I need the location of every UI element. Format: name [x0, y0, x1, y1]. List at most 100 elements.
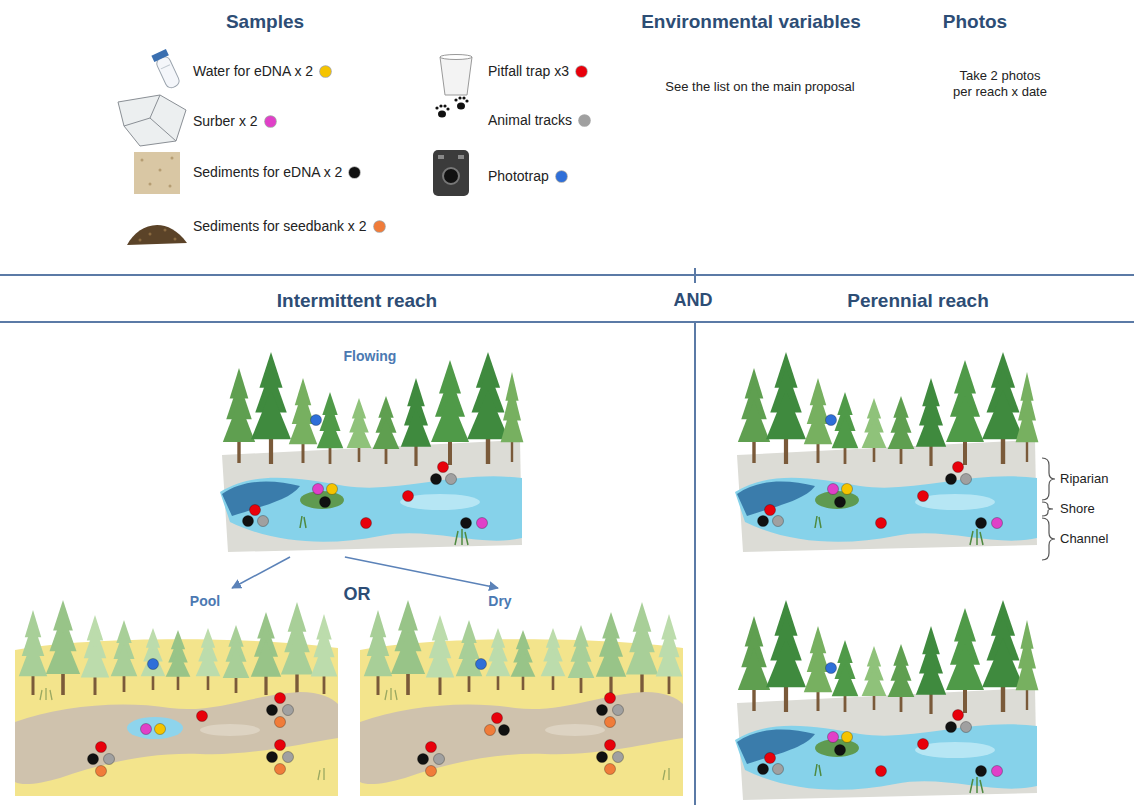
pool-dots-part [148, 659, 159, 670]
legend-text: Surber x 2 [193, 112, 258, 130]
paw-icon-part [454, 98, 457, 101]
perennial-scene-bottom [735, 600, 1038, 800]
node-label: Flowing [344, 348, 397, 366]
pool-water [127, 717, 183, 739]
zone-brackets-part [1042, 502, 1053, 516]
pool-dots-part [96, 742, 107, 753]
dry-dots-part [499, 725, 510, 736]
seedbank-icon [127, 225, 187, 245]
dry-dots-part [605, 764, 616, 775]
zone-label: Shore [1060, 501, 1095, 517]
perennial-scene-top [735, 352, 1038, 552]
seedbank-icon-part [127, 225, 187, 245]
legend-text: Sediments for eDNA x 2 [193, 163, 342, 181]
pool-dots-part [275, 693, 286, 704]
paw-icon-part [465, 99, 468, 102]
pool-dots [88, 659, 294, 777]
seedbank-icon-part [174, 238, 177, 241]
pool-dots-part [275, 717, 286, 728]
surber-icon-part [150, 95, 160, 118]
seedbank-icon-part [149, 233, 152, 236]
legend-text: Sediments for seedbank x 2 [193, 217, 367, 235]
pool-dots-part [283, 752, 294, 763]
dry-dots-part [605, 740, 616, 751]
node-label: Dry [488, 593, 511, 611]
pool-landscape [15, 600, 338, 796]
dry-landscape-use [360, 600, 683, 796]
tube-icon-part [151, 49, 168, 62]
tube-icon-part [155, 55, 181, 90]
paw-icon-part [457, 103, 465, 110]
pool-dots-part [155, 724, 166, 735]
legend-swatch [265, 116, 276, 127]
sediment-icon-part [134, 152, 180, 194]
scene-box: Dry [355, 588, 680, 800]
connector-word: AND [670, 289, 717, 312]
tube-icon [151, 49, 182, 90]
dry-dots-part [613, 752, 624, 763]
pitfall-cup-icon [440, 55, 472, 96]
camera-icon-part [443, 168, 459, 184]
pool-dots-part [275, 764, 286, 775]
legend-swatch [349, 167, 360, 178]
camera-icon [433, 150, 469, 196]
sediment-icon [134, 152, 180, 194]
sediment-icon-part [169, 185, 172, 188]
divider-lines-part [0, 321, 1134, 323]
paw-icon-part [458, 96, 461, 99]
section-heading: Photos [943, 10, 1007, 34]
legend-text: Animal tracks [488, 111, 572, 129]
pool-dots-part [267, 752, 278, 763]
divider-lines-part [694, 268, 696, 283]
node-label: Pool [190, 593, 220, 611]
dry-dots-part [476, 659, 487, 670]
divider-lines [0, 268, 1134, 805]
zone-label: Channel [1060, 531, 1108, 547]
pool-dots-part [267, 705, 278, 716]
paw-icon [435, 96, 468, 117]
dry-dots-part [434, 754, 445, 765]
pool-dots-part [88, 754, 99, 765]
pool-dots-part [141, 724, 152, 735]
sediment-icon-part [149, 183, 152, 186]
pool-dots-part [275, 740, 286, 751]
pitfall-cup-icon-part [440, 55, 472, 60]
zone-brackets [1042, 458, 1055, 560]
node-label: Perennial reach [847, 289, 989, 313]
surber-icon [118, 95, 186, 146]
camera-icon-part [458, 155, 464, 159]
dry-dots-part [492, 713, 503, 724]
legend-swatch [374, 221, 385, 232]
paw-icon-part [443, 104, 446, 107]
camera-icon-part [433, 150, 469, 196]
legend-text: Phototrap [488, 167, 549, 185]
paw-icon-part [446, 107, 449, 110]
legend-swatch [556, 171, 567, 182]
dry-dots-part [597, 705, 608, 716]
paw-icon-part [462, 96, 465, 99]
node-label: Intermittent reach [277, 289, 437, 313]
legend-text: Water for eDNA x 2 [193, 62, 313, 80]
dry-dots-part [485, 725, 496, 736]
camera-icon-part [438, 155, 444, 159]
seedbank-icon-part [139, 239, 142, 242]
legend-swatch [579, 115, 590, 126]
dry-dots-part [605, 717, 616, 728]
sediment-icon-part [159, 169, 162, 172]
surber-icon-part [118, 95, 186, 146]
surber-icon-part [124, 118, 176, 141]
arrow-connector [345, 557, 498, 588]
dry-dots-part [605, 693, 616, 704]
dry-dots-part [418, 754, 429, 765]
pool-dots-part [104, 754, 115, 765]
zone-brackets-part [1042, 458, 1055, 500]
tube-icon-part [161, 65, 170, 69]
dry-dots-part [426, 766, 437, 777]
dry-dots-part [426, 742, 437, 753]
zone-label: Riparian [1060, 471, 1108, 487]
seedbank-icon-part [164, 229, 167, 232]
paw-icon-part [439, 104, 442, 107]
sediment-icon-part [171, 157, 174, 160]
intermittent-flowing-scene [220, 352, 523, 552]
